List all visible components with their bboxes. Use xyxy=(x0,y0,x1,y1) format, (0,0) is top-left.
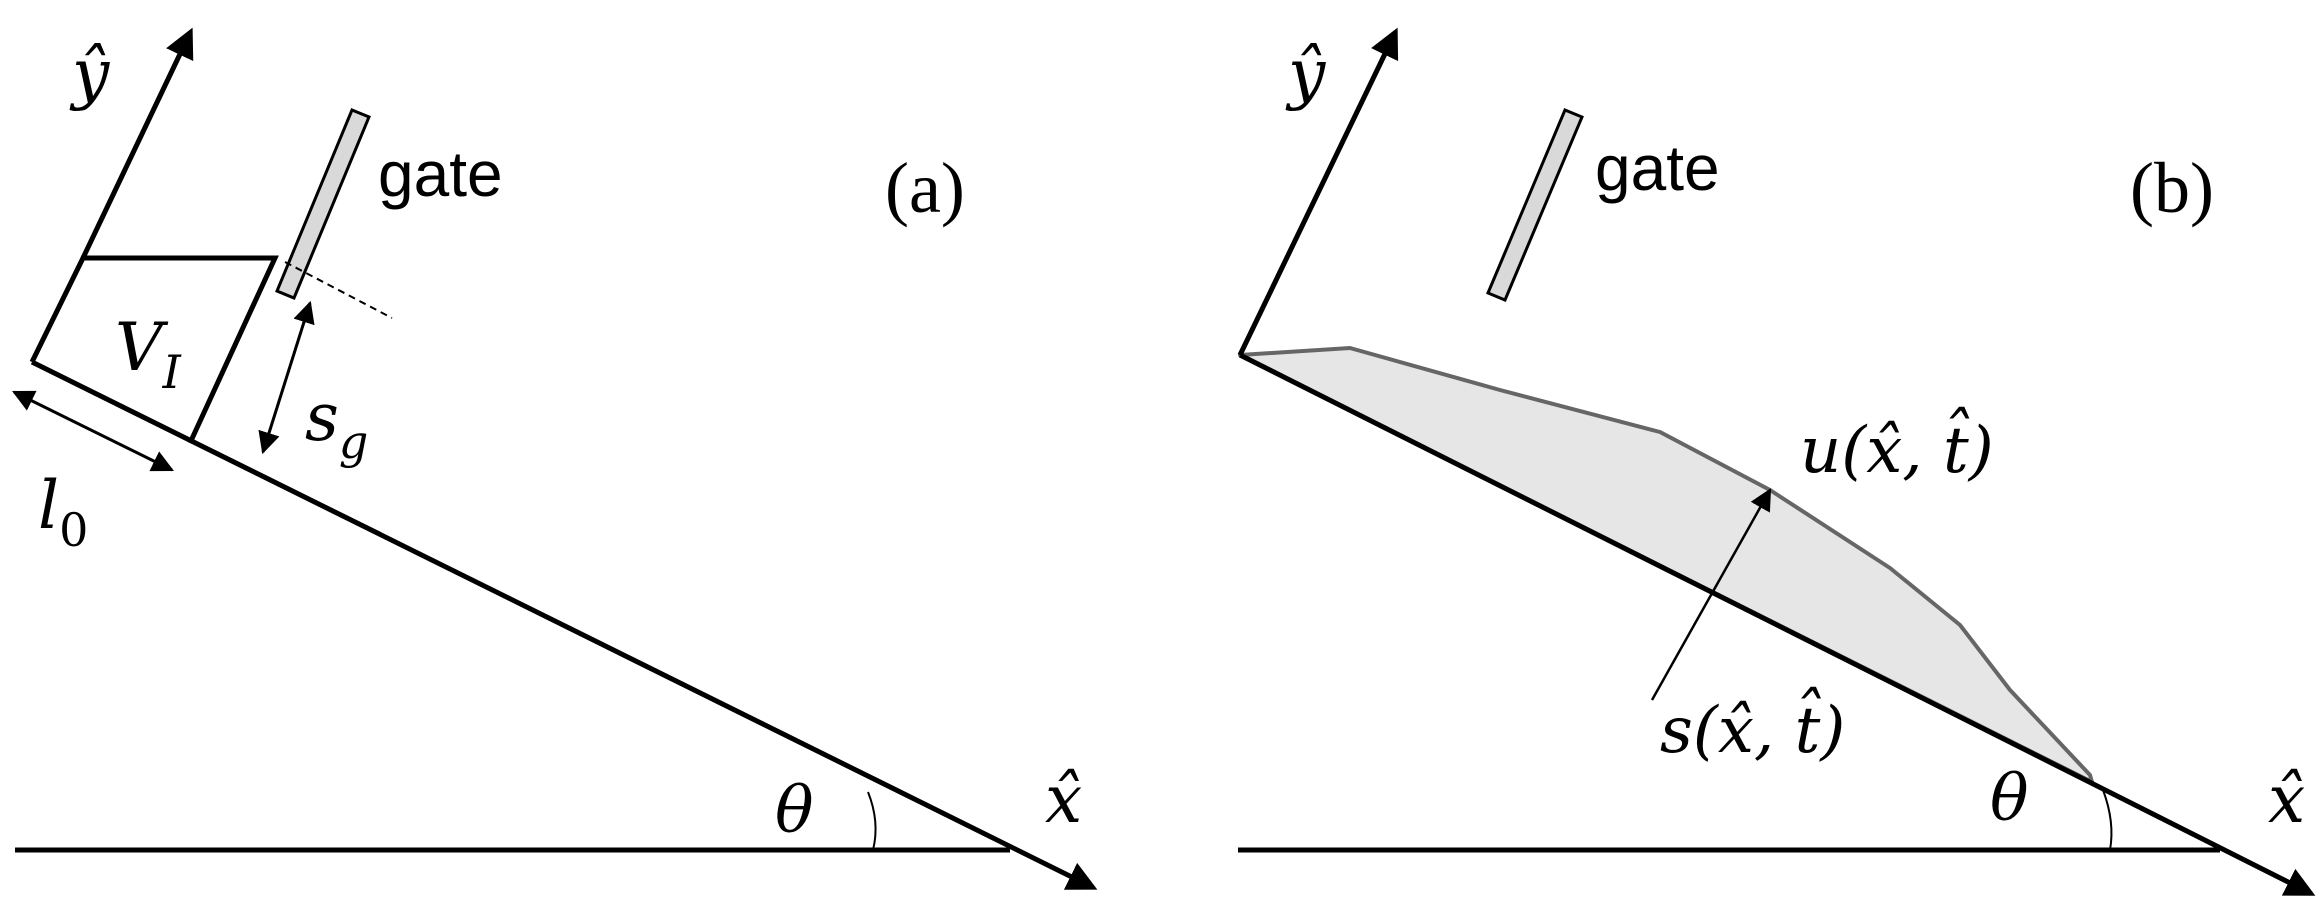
gate-gap-dashed-line xyxy=(284,261,393,319)
y-axis-a xyxy=(80,27,194,260)
depth-label: s(x̂, t̂) xyxy=(1660,687,1845,768)
angle-label-a: θ xyxy=(775,774,814,848)
gate-label-a: gate xyxy=(378,138,503,210)
angle-arc-b xyxy=(2102,789,2113,851)
x-axis-a xyxy=(30,359,1098,890)
gate-b xyxy=(1486,108,1584,302)
panel-a: (a) gate ŷ x̂ θ VI l0 sg xyxy=(12,27,1098,890)
gap-symbol: s xyxy=(305,379,339,456)
gate-label-b: gate xyxy=(1595,132,1720,204)
volume-symbol: V xyxy=(115,309,169,386)
panel-b-label: (b) xyxy=(2130,148,2214,228)
length-symbol: l xyxy=(38,467,59,544)
x-axis-label-b: x̂ xyxy=(2268,761,2305,838)
sg-dimension-arrow xyxy=(258,300,315,455)
l0-dimension-arrow xyxy=(12,390,174,472)
angle-arc-a xyxy=(867,791,877,851)
panel-a-label: (a) xyxy=(885,148,965,228)
gap-subscript: g xyxy=(339,415,368,469)
volume-label: VI xyxy=(115,309,182,399)
volume-subscript: I xyxy=(162,345,182,399)
panel-b: (b) gate ŷ x̂ θ u(x̂, t̂) s(x̂, t̂) xyxy=(1237,27,2316,896)
x-axis-b xyxy=(1238,352,2316,896)
depth-arrow xyxy=(1650,488,1772,701)
reservoir-box xyxy=(29,255,279,445)
length-label: l0 xyxy=(38,467,88,557)
y-axis-b xyxy=(1237,27,1399,357)
gap-label: sg xyxy=(305,379,368,469)
angle-label-b: θ xyxy=(1990,762,2029,836)
x-axis-label-a: x̂ xyxy=(1045,761,1082,838)
length-subscript: 0 xyxy=(59,503,88,557)
gate-a xyxy=(275,108,371,300)
velocity-label: u(x̂, t̂) xyxy=(1800,407,1994,488)
y-axis-label-b: ŷ xyxy=(1285,35,1326,112)
y-axis-label-a: ŷ xyxy=(69,35,110,112)
